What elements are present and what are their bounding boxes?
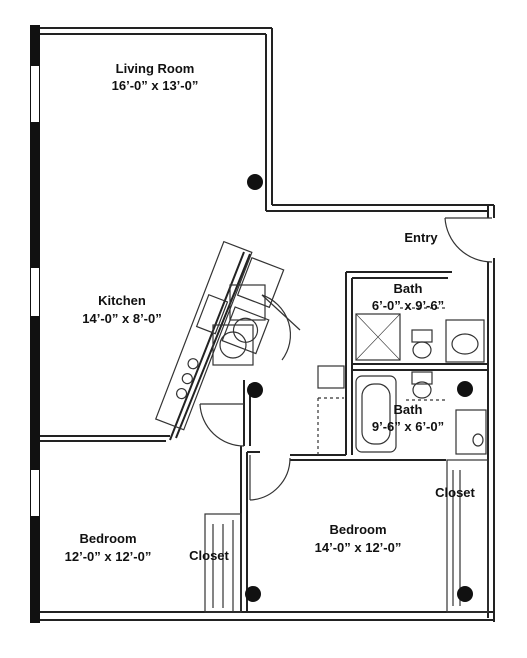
column-3 — [457, 381, 473, 397]
entry-door — [444, 217, 493, 263]
closet-left-label: Closet — [189, 548, 229, 563]
entry-north-end — [487, 205, 495, 218]
entry-north-wall — [266, 204, 494, 212]
column-4 — [245, 586, 261, 602]
cooktop-burner-1 — [187, 358, 199, 370]
linen-shelf — [317, 365, 345, 389]
bedroom2-name: Bedroom — [329, 522, 386, 537]
bath1-name: Bath — [394, 281, 423, 296]
bath-west-wall — [345, 272, 353, 455]
bedroom2-dims: 14’-0” x 12’-0” — [315, 540, 402, 555]
kitchen-fixtures — [154, 240, 285, 431]
vanity-2 — [455, 409, 487, 455]
bath-divider-wall — [352, 363, 488, 371]
toilet-1 — [411, 329, 433, 343]
kitchen-counter — [154, 240, 253, 431]
living-east-wall — [265, 28, 273, 211]
bath-fixtures — [317, 313, 487, 455]
bedroom-divider-wall — [240, 446, 248, 612]
bath2-dims: 9’-6” x 6’-0” — [372, 419, 444, 434]
vanity-1 — [445, 319, 485, 363]
dishwasher — [221, 306, 270, 355]
cooktop-burner-2 — [181, 373, 193, 385]
west-window-2 — [31, 268, 39, 316]
columns — [245, 174, 473, 602]
closet-right-label: Closet — [435, 485, 475, 500]
bedroom1-dims: 12’-0” x 12’-0” — [65, 549, 152, 564]
column-2 — [247, 382, 263, 398]
closets — [204, 459, 489, 613]
bedroom2-door — [249, 455, 291, 501]
bedroom1-name: Bedroom — [79, 531, 136, 546]
cooktop-burner-3 — [175, 387, 188, 400]
bath2-name: Bath — [394, 402, 423, 417]
kitchen-angled-wall — [169, 251, 251, 441]
south-wall — [40, 611, 494, 621]
east-wall — [487, 258, 495, 622]
refrigerator — [236, 256, 285, 309]
bath-south-wall — [290, 454, 446, 461]
column-5 — [457, 586, 473, 602]
column-1 — [247, 174, 263, 190]
shower — [355, 313, 401, 361]
closet-right-frame — [446, 459, 489, 613]
west-window-1 — [31, 66, 39, 122]
living-room-dims: 16’-0” x 13’-0” — [112, 78, 199, 93]
kitchen-closet-door — [261, 294, 301, 361]
entry-label: Entry — [404, 230, 438, 245]
closet-left-frame — [204, 513, 242, 613]
bath-door — [400, 307, 446, 401]
west-wall — [30, 25, 40, 623]
kitchen-counter-lower — [212, 284, 266, 366]
bathtub — [355, 375, 397, 453]
living-room-name: Living Room — [116, 61, 195, 76]
bedroom1-north-wall — [40, 435, 170, 442]
interior-walls — [40, 251, 488, 612]
north-wall — [40, 27, 272, 35]
kitchen-name: Kitchen — [98, 293, 146, 308]
bedroom1-door — [199, 403, 245, 447]
bath1-dims: 6’-0” x 9’-6” — [372, 298, 444, 313]
kitchen-sink — [195, 293, 229, 335]
washer-drum — [232, 317, 259, 343]
west-window-3 — [31, 470, 39, 516]
bath-north-wall — [346, 271, 452, 279]
toilet-2 — [411, 371, 433, 385]
kitchen-dims: 14’-0” x 8’-0” — [82, 311, 162, 326]
